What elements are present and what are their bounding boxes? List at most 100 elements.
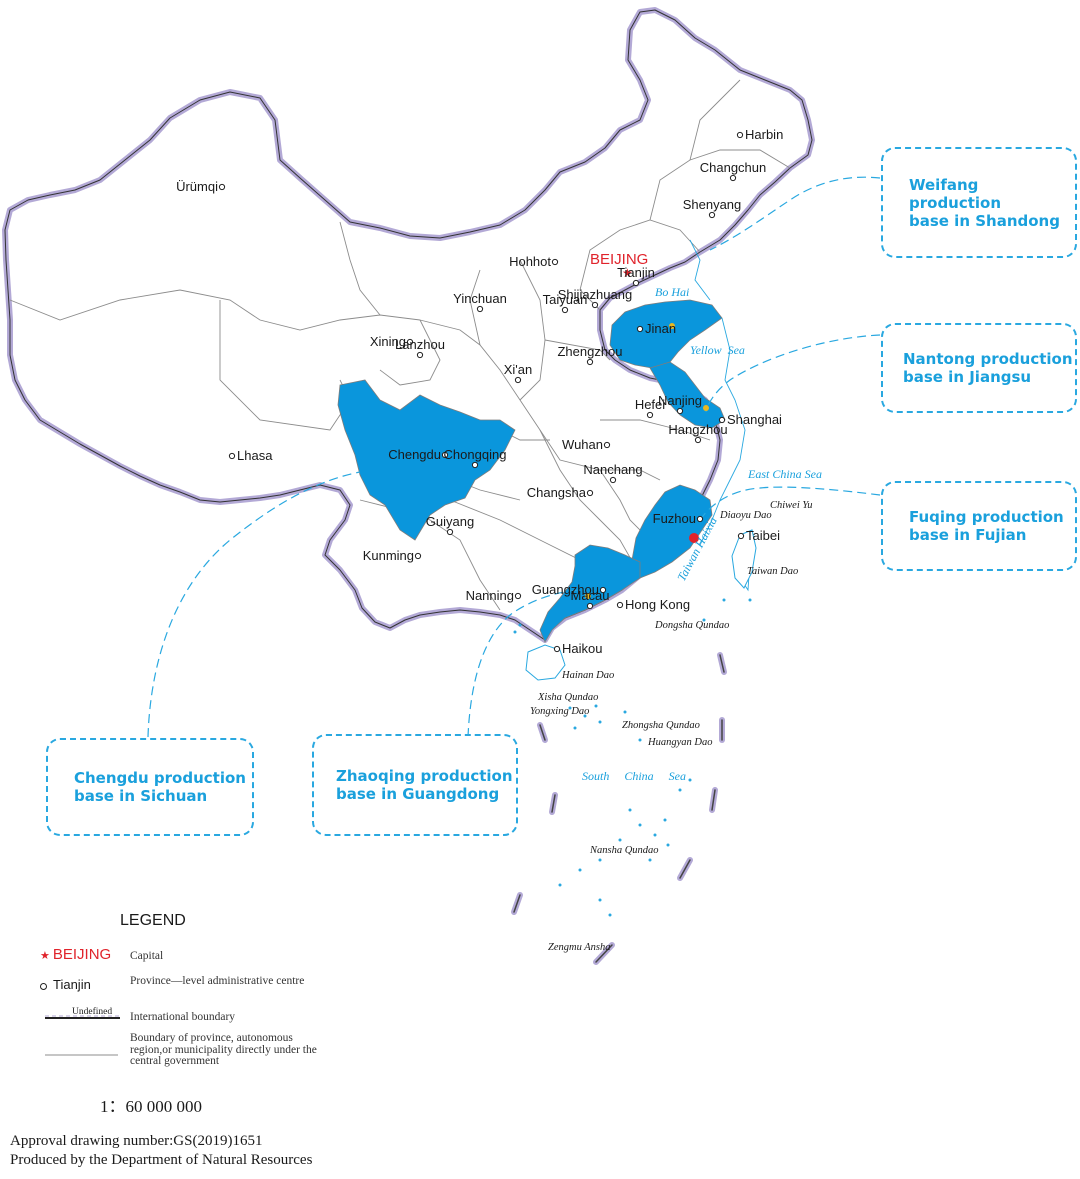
- sea-label: South China Sea: [582, 769, 686, 783]
- city-dot-icon: [586, 358, 594, 366]
- taiwan-island: [731, 529, 757, 589]
- capital-label: BEIJING: [590, 251, 648, 268]
- province-guangdong: [539, 544, 641, 643]
- legend-intl-desc: International boundary: [130, 1011, 236, 1023]
- callout-zhaoqing-text: Zhaoqing production base in Guangdong: [336, 767, 513, 803]
- city-markers: HarbinChangchunShenyangÜrümqiHohhotTianj…: [176, 127, 783, 656]
- city-dot-icon: [696, 515, 704, 523]
- legend-star-icon: ★: [40, 950, 50, 962]
- city-dot-icon: [616, 601, 624, 609]
- city-label: Xi'an: [504, 362, 533, 377]
- city-label: Hefei: [635, 397, 665, 412]
- legend-centre-label: Tianjin: [53, 977, 91, 992]
- city-label: Ürümqi: [176, 179, 218, 194]
- island-label: Diaoyu Dao: [719, 510, 772, 521]
- city-label: Changchun: [700, 160, 767, 175]
- island-label: Zengmu Ansha: [548, 942, 611, 953]
- callout-chengdu: Chengdu production base in Sichuan: [46, 738, 254, 836]
- city-label: Taiyuan: [543, 292, 588, 307]
- city-dot-icon: [708, 211, 716, 219]
- legend-centre-desc: Province—level administrative centre: [130, 975, 305, 987]
- city-label: Xining: [370, 334, 406, 349]
- city-label: Shenyang: [683, 197, 742, 212]
- city-label: Hong Kong: [625, 597, 690, 612]
- legend-title: LEGEND: [120, 912, 186, 929]
- legend: LEGEND ★ BEIJING Capital Tianjin Provinc…: [40, 912, 360, 1112]
- callout-connectors: [147, 176, 881, 738]
- zhaoqing-dot: [585, 593, 591, 599]
- city-label: Nanchang: [583, 462, 642, 477]
- city-dot-icon: [718, 416, 726, 424]
- city-label: Nanjing: [658, 393, 702, 408]
- sea-label: Yellow Sea: [690, 343, 745, 357]
- island-label: Nansha Qundao: [589, 845, 659, 856]
- city-dot-icon: [406, 338, 414, 346]
- island-label: Yongxing Dao: [530, 706, 589, 717]
- city-dot-icon: [551, 258, 559, 266]
- city-label: Yinchuan: [453, 291, 507, 306]
- city-label: Shijiazhuang: [558, 287, 632, 302]
- callout-weifang-text: Weifang production base in Shandong: [909, 175, 1060, 230]
- city-label: Haikou: [562, 641, 602, 656]
- callout-fuqing-text: Fuqing production base in Fujian: [909, 508, 1064, 544]
- approval-number: Approval drawing number:GS(2019)1651: [10, 1133, 263, 1149]
- island-dots: [513, 598, 752, 917]
- city-dot-icon: [599, 586, 607, 594]
- legend-capital-row: ★ BEIJING: [40, 946, 112, 963]
- city-dot-icon: [736, 131, 744, 139]
- city-dot-icon: [416, 351, 424, 359]
- island-label: Chiwei Yu: [770, 500, 813, 511]
- approval-info: Approval drawing number:GS(2019)1651 Pro…: [10, 1132, 312, 1170]
- legend-undefined-label: Undefined: [72, 1007, 113, 1017]
- city-dot-icon: [591, 301, 599, 309]
- city-dot-icon: [441, 451, 449, 459]
- city-label: Lhasa: [237, 448, 273, 463]
- city-label: Nanning: [466, 588, 514, 603]
- capital-star-icon: ★: [622, 266, 633, 280]
- island-label: Dongsha Qundao: [654, 620, 729, 631]
- city-label: Fuzhou: [653, 511, 696, 526]
- island-label: Xisha Qundao: [537, 692, 598, 703]
- production-provinces: [337, 299, 726, 643]
- callout-nantong-text: Nantong production base in Jiangsu: [903, 350, 1073, 386]
- city-dot-icon: [471, 461, 479, 469]
- legend-capital-label: BEIJING: [52, 946, 112, 963]
- weifang-dot: [669, 323, 675, 329]
- legend-centre-dot-icon: [40, 982, 47, 990]
- city-label: Tianjin: [617, 265, 655, 280]
- city-label: Hangzhou: [668, 422, 727, 437]
- hainan-island: [525, 644, 566, 681]
- city-label: Jinan: [645, 321, 676, 336]
- city-dot-icon: [636, 325, 644, 333]
- island-label: Huangyan Dao: [647, 737, 712, 748]
- city-label: Shanghai: [727, 412, 782, 427]
- legend-centre-row: Tianjin: [40, 977, 91, 992]
- city-label: Taibei: [746, 528, 780, 543]
- city-dot-icon: [609, 476, 617, 484]
- city-dot-icon: [476, 305, 484, 313]
- city-dot-icon: [737, 532, 745, 540]
- legend-province-desc: Boundary of province, autonomous region,…: [130, 1032, 317, 1067]
- city-label: Guiyang: [426, 514, 474, 529]
- legend-capital-desc: Capital: [130, 950, 164, 962]
- city-dot-icon: [676, 407, 684, 415]
- city-dot-icon: [603, 441, 611, 449]
- city-label: Changsha: [527, 485, 587, 500]
- callout-nantong: Nantong production base in Jiangsu: [881, 323, 1077, 413]
- nantong-dot: [703, 405, 709, 411]
- callout-zhaoqing: Zhaoqing production base in Guangdong: [312, 734, 518, 836]
- city-dot-icon: [694, 436, 702, 444]
- callout-weifang: Weifang production base in Shandong: [881, 147, 1077, 258]
- map-scale: 1：60 000 000: [100, 1097, 202, 1116]
- city-dot-icon: [586, 489, 594, 497]
- city-label: Zhengzhou: [557, 344, 622, 359]
- island-label: Taiwan Dao: [747, 566, 798, 577]
- city-dot-icon: [446, 528, 454, 536]
- city-dot-icon: [586, 602, 594, 610]
- callout-chengdu-text: Chengdu production base in Sichuan: [74, 769, 246, 805]
- city-dot-icon: [553, 645, 561, 653]
- fuqing-dot: [689, 533, 699, 543]
- callout-fuqing: Fuqing production base in Fujian: [881, 481, 1077, 571]
